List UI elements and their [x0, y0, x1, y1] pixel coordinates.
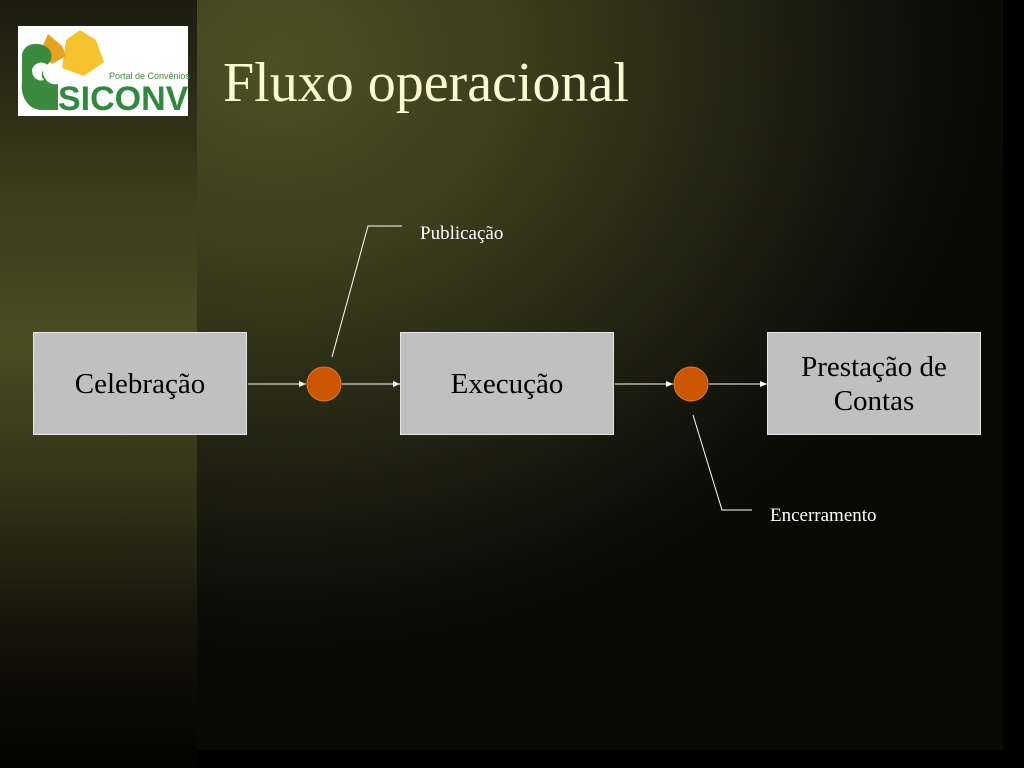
- milestone-encerramento: [673, 366, 709, 402]
- milestone-label-encerramento: Encerramento: [770, 505, 877, 526]
- milestone-publicacao: [306, 366, 342, 402]
- stage-box-prestacao-de-contas: Prestação de Contas: [767, 332, 981, 435]
- leader-line-publicacao: [331, 225, 402, 358]
- slide-title: Fluxo operacional: [223, 52, 629, 114]
- logo-subtitle: Portal de Convênios: [109, 71, 191, 81]
- stage-box-celebracao: Celebração: [33, 332, 247, 435]
- logo-wordmark: SICONV: [58, 80, 189, 118]
- milestone-label-publicacao: Publicação: [420, 223, 504, 244]
- leader-line-encerramento: [692, 414, 752, 511]
- siconv-logo: Portal de Convênios SICONV: [18, 26, 191, 118]
- stage-box-execucao: Execução: [400, 332, 614, 435]
- logo-emblem-icon: [21, 30, 104, 110]
